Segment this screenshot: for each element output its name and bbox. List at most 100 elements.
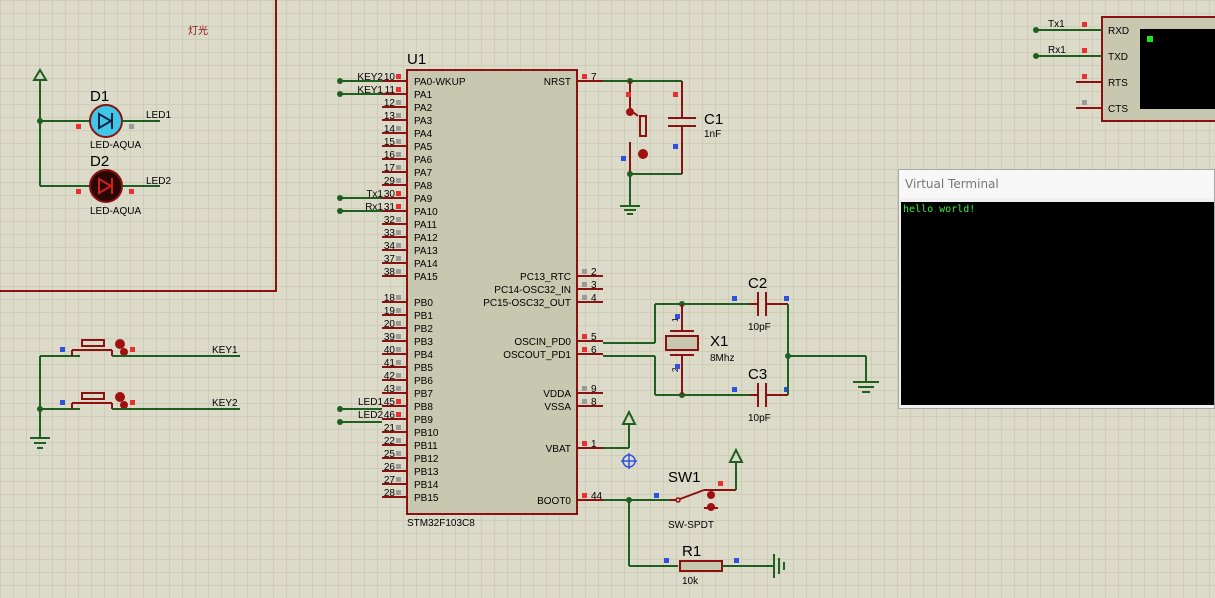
pin-name: PC13_RTC	[520, 272, 571, 283]
svg-text:CTS: CTS	[1108, 104, 1128, 115]
sheet-frame	[0, 0, 277, 292]
pin-name: PB6	[414, 376, 433, 387]
r1-ref: R1	[682, 543, 701, 560]
pin-name: PB3	[414, 337, 433, 348]
key1-net-label: KEY1	[212, 345, 238, 356]
pin-name: PB4	[414, 350, 433, 361]
pin-number: 8	[591, 397, 597, 408]
d1-part: LED-AQUA	[90, 140, 141, 151]
boot-circuit: SW1 SW-SPDT R1 10k	[603, 409, 785, 587]
pin-name: PA7	[414, 168, 433, 179]
pin-name: PB13	[414, 467, 439, 478]
resistor-r1[interactable]: R1 10k	[664, 543, 739, 587]
button-key1[interactable]	[60, 339, 135, 356]
button-key2[interactable]	[60, 392, 135, 409]
pin-number: 34	[384, 241, 396, 252]
frame-title: 灯光	[188, 24, 208, 37]
pin-name: PB11	[414, 441, 438, 452]
mcu-pin-pa11[interactable]: 32 PA11	[382, 215, 437, 231]
virtual-terminal-window[interactable]: Virtual Terminal hello world!	[898, 169, 1215, 409]
sw1-ref: SW1	[668, 469, 701, 486]
pin-name: PA2	[414, 103, 433, 114]
x1-value: 8Mhz	[710, 353, 734, 364]
pin-net-label: LED2	[358, 410, 383, 421]
pin-number: 1	[591, 439, 597, 450]
c2-ref: C2	[748, 275, 767, 292]
virtual-terminal-screen[interactable]: hello world!	[901, 202, 1214, 405]
pin-name: PB14	[414, 480, 439, 491]
key2-net-label: KEY2	[212, 398, 238, 409]
terminal-symbol[interactable]: Tx1 Rx1 RXD TXD RTS CTS	[1033, 16, 1215, 122]
led1-net-label: LED1	[146, 110, 171, 121]
pin-number: 25	[384, 449, 396, 460]
switch-sw1[interactable]: SW1 SW-SPDT	[654, 469, 736, 531]
pin-number: 7	[591, 72, 597, 83]
mcu-pin-pc13_rtc[interactable]: 2 PC13_RTC	[520, 267, 603, 283]
sw1-power-icon	[728, 447, 744, 463]
led-d2[interactable]: D2 LED-AQUA	[76, 153, 160, 217]
c3-value: 10pF	[748, 413, 771, 424]
pin-name: PA11	[414, 220, 437, 231]
pin-number: 31	[384, 202, 396, 213]
pin-number: 32	[384, 215, 396, 226]
led-d1[interactable]: D1 LED-AQUA	[76, 88, 160, 151]
mcu-body[interactable]	[406, 69, 578, 515]
pin-number: 33	[384, 228, 396, 239]
pin-number: 30	[384, 189, 396, 200]
pin-number: 38	[384, 267, 396, 278]
pin-number: 2	[591, 267, 597, 278]
pin-number: 10	[384, 72, 396, 83]
c3-ref: C3	[748, 366, 767, 383]
pin-net-label: Rx1	[365, 202, 383, 213]
pin-number: 40	[384, 345, 396, 356]
mcu-pin-pb4[interactable]: 40 PB4	[382, 345, 433, 361]
virtual-terminal-title[interactable]: Virtual Terminal	[899, 170, 1214, 198]
crystal-circuit: 1 2 X1 8Mhz C2 10pF C3 10pF	[603, 275, 879, 424]
pin-number: 14	[384, 124, 396, 135]
pin-name: VDDA	[543, 389, 571, 400]
pin-name: OSCIN_PD0	[514, 337, 571, 348]
